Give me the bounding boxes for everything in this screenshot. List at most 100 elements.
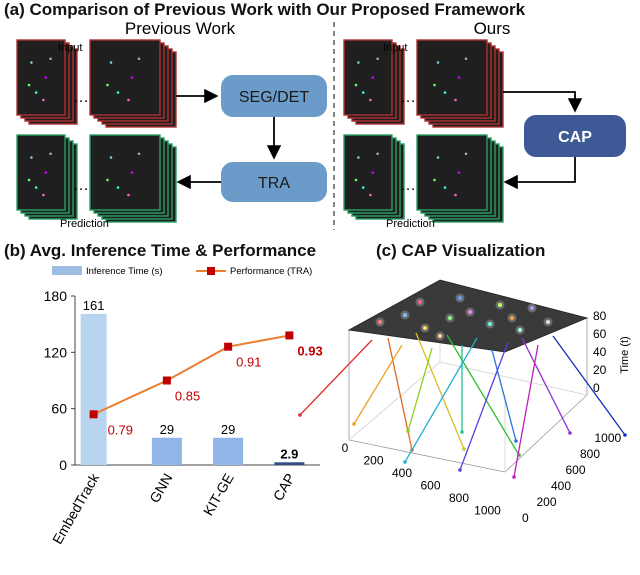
y3d-tick-label: 800 [580,447,600,461]
trajectory [407,347,433,432]
ellipsis-2: … [73,177,89,194]
previous-work-header: Previous Work [125,19,236,38]
performance-marker [224,342,233,351]
panel-b-title: (b) Avg. Inference Time & Performance [4,241,317,260]
legend-marker [207,267,215,275]
cell-marker [403,313,407,317]
trajectory-end [623,433,627,437]
trajectory [387,337,413,451]
seg-det-box [221,75,327,117]
trajectory-end [512,475,516,479]
z-tick-label: 20 [593,363,607,377]
trajectory-end [298,413,302,417]
tra-label: TRA [258,175,290,192]
bar-embedtrack [80,313,107,465]
input-label-right: Input [383,42,407,54]
x-tick-label: 1000 [474,504,501,518]
trajectory-end [514,439,518,443]
trajectory [446,334,520,456]
trajectory [299,339,373,416]
arrow-cap-to-prediction [503,157,576,190]
y3d-tick-label: 200 [537,495,557,509]
cap-3d-plot: 0200400600800100002004006008001000020406… [298,279,631,525]
prediction-stack-right-b [416,134,504,223]
x-tick-label: 600 [420,479,440,493]
ellipsis-1: … [73,89,89,106]
performance-marker [162,376,171,385]
category-label: GNN [146,471,175,506]
trajectory-end [352,422,356,426]
x-tick-label: 800 [449,491,469,505]
bar-value-label: 2.9 [280,446,298,461]
performance-marker [89,410,98,419]
trajectory-end [403,460,407,464]
bar-gnn [151,437,182,465]
legend-label-performance: Performance (TRA) [230,266,312,277]
cell-marker [530,306,534,310]
z-tick-label: 40 [593,345,607,359]
trajectory-end [458,468,462,472]
y3d-tick-label: 400 [551,479,571,493]
prediction-stack-left-a [16,134,78,220]
y-tick-label: 120 [44,344,68,360]
image-stacks [16,39,504,223]
x-tick-label: 200 [363,454,383,468]
bar-kit-ge [213,437,244,465]
trajectory-end [460,430,464,434]
cell-marker [468,310,472,314]
trajectory [415,332,465,450]
trajectory [459,341,509,471]
trajectory-end [462,447,466,451]
trajectory [521,337,571,434]
trajectory-end [568,431,572,435]
trajectory [491,349,517,442]
input-label-left: Input [58,42,82,54]
y3d-tick-label: 0 [522,511,529,525]
category-label: CAP [270,471,298,504]
seg-det-label: SEG/DET [239,89,309,106]
y3d-tick-label: 1000 [595,431,622,445]
bar-line-chart: Inference Time (s) Performance (TRA) 0 60… [44,266,323,547]
y-tick-label: 0 [59,457,67,473]
trajectory [552,335,626,436]
cell-marker [448,316,452,320]
x-tick-label: 0 [342,441,349,455]
input-stack-right-a [343,39,405,125]
z-tick-label: 0 [593,381,600,395]
cell-marker [498,303,502,307]
category-label: EmbedTrack [49,470,103,547]
chart-legend: Inference Time (s) Performance (TRA) [52,266,312,277]
y-tick-label: 60 [51,401,67,417]
trajectory [404,337,478,463]
cell-marker [423,326,427,330]
arrow-input-to-cap [503,91,583,113]
performance-value-label: 0.85 [175,389,200,404]
performance-line [93,334,290,416]
x-tick-label: 400 [392,466,412,480]
prediction-label-right: Prediction [386,218,435,230]
cell-trajectories [298,332,627,479]
panel-a-title: (a) Comparison of Previous Work with Our… [4,0,526,19]
category-label: KIT-GE [200,471,237,519]
cell-marker [518,328,522,332]
bar-cap [274,462,305,465]
cell-marker [458,296,462,300]
input-stack-left-a [16,39,78,125]
legend-swatch-bar [52,266,82,275]
cell-marker [488,322,492,326]
ellipsis-4: … [400,177,416,194]
cell-marker [510,316,514,320]
cell-markers [375,293,553,341]
z-axis-label: Time (t) [619,336,631,373]
y3d-tick-label: 600 [566,463,586,477]
trajectory-end [406,429,410,433]
bar-value-label: 29 [221,422,235,437]
input-stack-right-b [416,39,504,128]
tra-box [221,162,327,202]
ours-header: Ours [474,19,511,38]
performance-value-label: 0.91 [236,355,261,370]
cell-marker [546,320,550,324]
cap-box [524,115,626,157]
